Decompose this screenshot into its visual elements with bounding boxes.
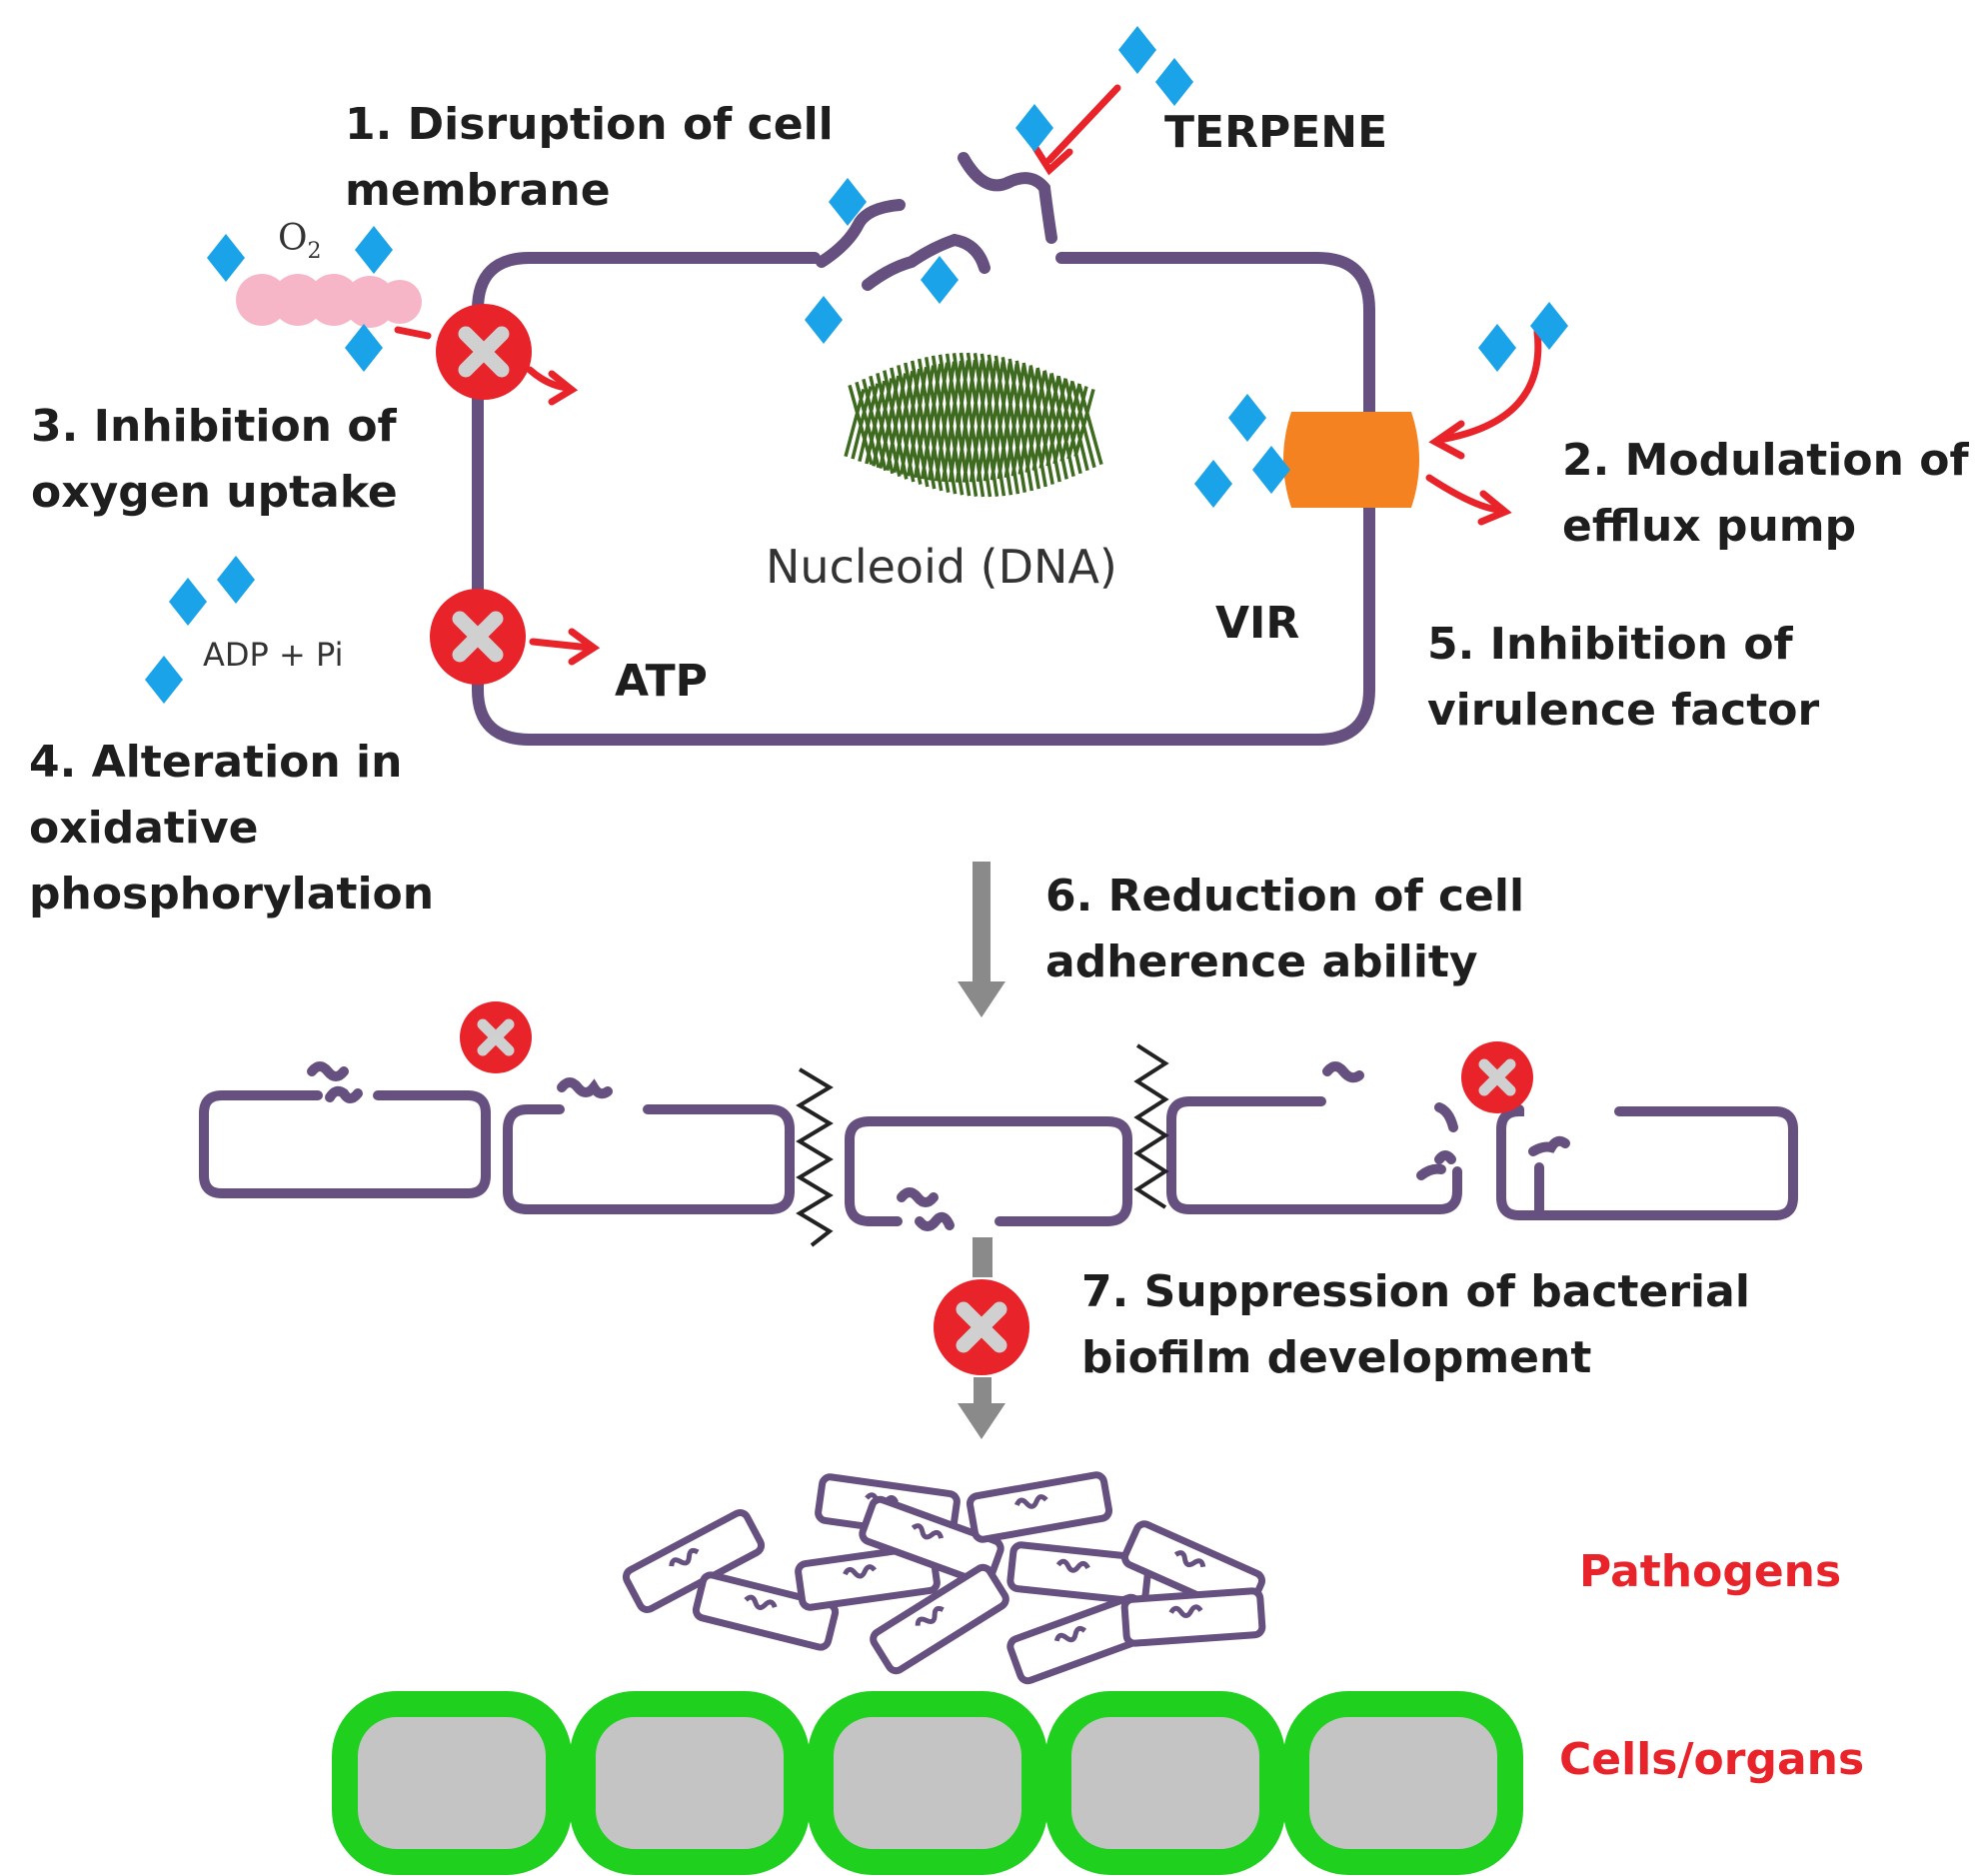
atp-label: ATP bbox=[615, 656, 708, 707]
flow-arrow-to-biofilm bbox=[958, 1237, 1005, 1439]
dna-strands bbox=[844, 352, 1103, 498]
step-2-line-2: efflux pump bbox=[1562, 501, 1857, 552]
inhibit-icon-oxygen bbox=[436, 304, 532, 400]
pathogens-label: Pathogens bbox=[1579, 1546, 1842, 1597]
arrow-out-of-pump bbox=[1425, 474, 1503, 514]
step-1-line-1: 1. Disruption of cell bbox=[345, 99, 834, 150]
adp-label: ADP + Pi bbox=[203, 636, 344, 674]
step-2-line-1: 2. Modulation of bbox=[1562, 435, 1969, 486]
terpene-arrows bbox=[394, 84, 1542, 666]
adherence-cell-row bbox=[199, 1061, 1798, 1231]
inhibit-icon-biofilm bbox=[934, 1279, 1029, 1375]
host-cell-row bbox=[332, 1691, 1523, 1875]
o2-symbol: O bbox=[278, 218, 308, 259]
step-5-line-2: virulence factor bbox=[1427, 685, 1820, 736]
inhibit-icon-adherence-right bbox=[1461, 1041, 1533, 1113]
arrow-terpene-to-membrane bbox=[1045, 84, 1121, 164]
step-5-label: 5. Inhibition of virulence factor bbox=[1427, 612, 1819, 744]
step-3-label: 3. Inhibition of oxygen uptake bbox=[31, 394, 398, 526]
step-6-line-2: adherence ability bbox=[1045, 937, 1478, 987]
o2-label: O2 bbox=[278, 218, 322, 264]
vir-label: VIR bbox=[1215, 598, 1300, 649]
step-5-line-1: 5. Inhibition of bbox=[1427, 619, 1793, 670]
main-bacterial-cell bbox=[472, 252, 1375, 746]
inhibit-icon-adherence-left bbox=[460, 1001, 532, 1073]
adhesion-zigzags bbox=[796, 1043, 1169, 1247]
nucleoid-label: Nucleoid (DNA) bbox=[766, 540, 1117, 594]
membrane-fragments bbox=[816, 152, 1057, 291]
step-6-label: 6. Reduction of cell adherence ability bbox=[1045, 864, 1524, 995]
step-4-line-3: phosphorylation bbox=[29, 869, 435, 920]
step-1-label: 1. Disruption of cell membrane bbox=[345, 92, 834, 224]
step-2-label: 2. Modulation of efflux pump bbox=[1562, 428, 1969, 560]
step-4-label: 4. Alteration in oxidative phosphorylati… bbox=[29, 730, 434, 928]
inhibit-icon-atp bbox=[430, 589, 526, 685]
step-6-line-1: 6. Reduction of cell bbox=[1045, 871, 1525, 922]
arrow-o2-to-cell bbox=[394, 326, 432, 340]
step-7-label: 7. Suppression of bacterial biofilm deve… bbox=[1081, 1259, 1750, 1391]
step-7-line-1: 7. Suppression of bacterial bbox=[1081, 1266, 1750, 1317]
step-4-line-2: oxidative bbox=[29, 803, 259, 854]
pathogen-cluster bbox=[624, 1474, 1264, 1683]
step-4-line-1: 4. Alteration in bbox=[29, 737, 403, 788]
terpene-label: TERPENE bbox=[1164, 107, 1388, 158]
arrow-atp bbox=[529, 638, 594, 652]
step-7-line-2: biofilm development bbox=[1081, 1332, 1592, 1383]
efflux-pump-icon bbox=[1283, 412, 1419, 508]
nucleoid-dna-icon bbox=[844, 352, 1103, 498]
cells-organs-label: Cells/organs bbox=[1559, 1734, 1865, 1785]
flow-arrow-to-adherence bbox=[958, 862, 1005, 1017]
step-3-line-1: 3. Inhibition of bbox=[31, 401, 397, 452]
step-1-line-2: membrane bbox=[345, 165, 611, 216]
step-3-line-2: oxygen uptake bbox=[31, 467, 398, 518]
arrow-into-pump bbox=[1435, 328, 1542, 444]
oxygen-molecule-icon bbox=[236, 274, 422, 328]
o2-subscript: 2 bbox=[307, 239, 322, 265]
